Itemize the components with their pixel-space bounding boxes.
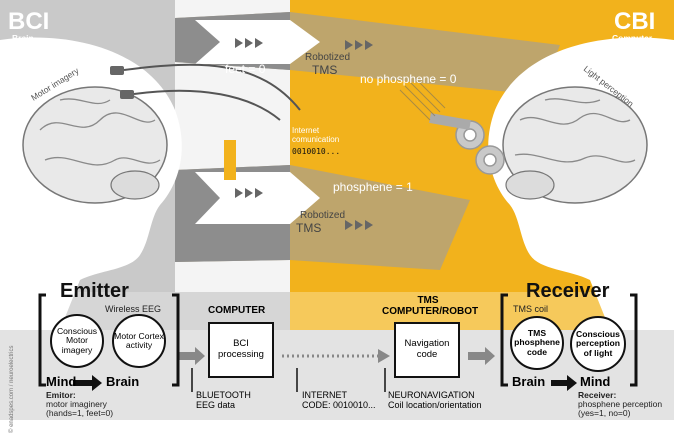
robotized-bottom: Robotized [300, 210, 346, 221]
credits: © enadspes.com / neuroelectrics [9, 345, 15, 433]
computer-title: COMPUTER [208, 305, 266, 316]
tms-coil-icon [429, 113, 505, 175]
receiver-mind: Mind [580, 374, 611, 389]
robotized-top: Robotized [305, 52, 351, 63]
tms-top: TMS [312, 63, 338, 77]
emitter-mind: Mind [46, 374, 77, 389]
emitter-brain: Brain [106, 374, 140, 389]
cbi-title: CBI [614, 8, 656, 35]
internet-note: Internet comunication 0010010... [292, 126, 341, 157]
conscious-motor-circle: Conscious Motor imagery [50, 314, 104, 368]
electrode-1 [110, 66, 124, 75]
connector-bar [224, 140, 236, 180]
phosphene-label: phosphene = 1 [333, 180, 413, 194]
conscious-light-circle: Conscious perception of light [570, 316, 626, 372]
bci-title: BCI [8, 8, 50, 35]
arrow-2 [468, 347, 495, 365]
hands-label: hands = 1 [228, 208, 282, 222]
bottom-arrow-white [195, 172, 320, 224]
emitter-title: Emitter [60, 280, 129, 302]
receiver-brain: Brain [512, 374, 546, 389]
feet-label: feet = 0 [225, 62, 266, 76]
bci-processing-box: BCI processing [208, 322, 274, 378]
receiver-title: Receiver [526, 280, 610, 302]
tms-bottom: TMS [296, 221, 322, 235]
illustration [0, 12, 674, 392]
arrow-1 [178, 347, 205, 365]
tms-phosphene-circle: TMS phosphene code [510, 316, 564, 370]
electrode-2 [120, 90, 134, 99]
tms-coil-label: TMS coil [513, 304, 549, 314]
wireless-eeg-label: Wireless EEG [105, 304, 162, 314]
motor-cortex-circle: Motor Cortex activity [112, 314, 166, 368]
receiver-caption: Receiver: phosphene perception (yes=1, n… [578, 390, 663, 418]
emitter-caption: Emitor: motor imaginery (hands=1, feet=0… [46, 390, 114, 418]
navigation-code-box: Navigation code [394, 322, 460, 378]
no-phosphene-label: no phosphene = 0 [360, 72, 457, 86]
